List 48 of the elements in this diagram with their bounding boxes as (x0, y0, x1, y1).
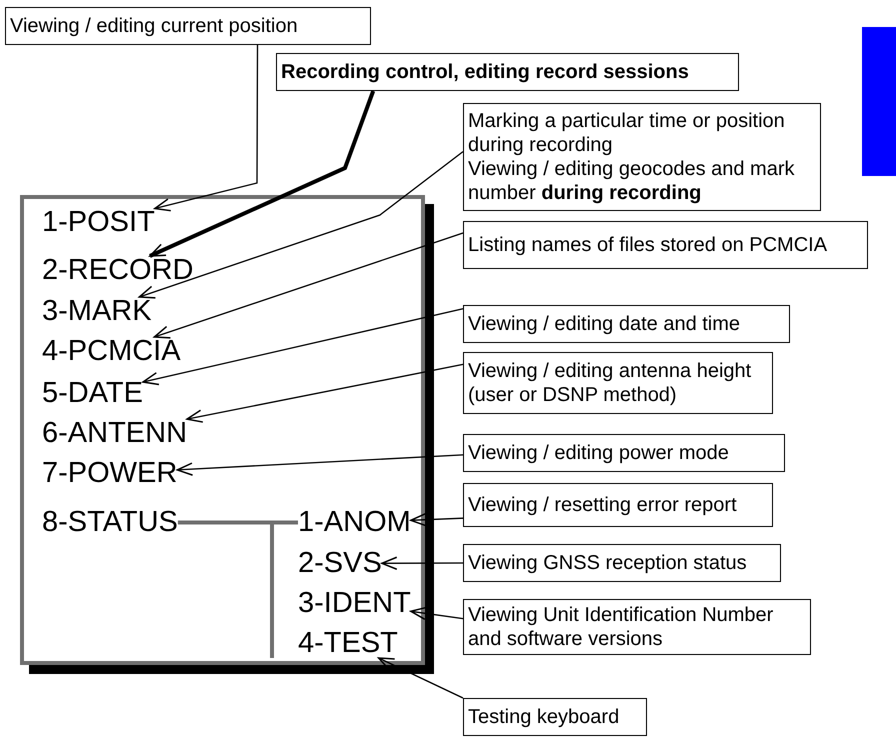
arrow (138, 151, 464, 299)
callout-text: Viewing / editing geocodes and mark number during recording (468, 157, 796, 205)
callout-box (463, 434, 785, 472)
callout-box (276, 53, 739, 91)
callout-box (463, 221, 868, 269)
arrow (176, 454, 464, 476)
arrow (410, 512, 464, 526)
callout-text: Viewing / editing antenna height (user or DSNP method) (468, 359, 752, 407)
arrow (154, 232, 464, 339)
arrow (186, 364, 464, 423)
side-tab (862, 27, 896, 176)
arrow (410, 606, 464, 620)
arrow (142, 308, 464, 386)
menu-item: 8-STATUS (42, 508, 178, 537)
arrow (381, 556, 463, 570)
callout-text: Listing names of files stored on PCMCIA (468, 233, 828, 257)
callout-text: Viewing / editing date and time (468, 312, 742, 336)
menu-item: 1-ANOM (298, 508, 411, 537)
menu-item: 3-MARK (42, 297, 152, 326)
menu-item: 7-POWER (42, 459, 178, 488)
arrow (378, 657, 464, 699)
callout-box (463, 103, 821, 211)
callout-text: Recording control, editing record sessions (281, 60, 690, 84)
callout-text: Viewing GNSS reception status (468, 551, 748, 575)
callout-text: Testing keyboard (468, 705, 620, 729)
callout-box (463, 698, 647, 736)
menu-item: 1-POSIT (42, 208, 155, 237)
arrow (154, 45, 258, 212)
callout-text: Viewing Unit Identification Number and software versions (468, 603, 774, 651)
callout-box (463, 544, 781, 582)
callout-box (5, 7, 371, 45)
callout-text: Viewing / editing power mode (468, 441, 730, 465)
connector-line (176, 520, 300, 660)
callout-text: Marking a particular time or position during recording (468, 109, 786, 157)
menu-item: 3-IDENT (298, 589, 411, 618)
callout-box (463, 352, 773, 414)
menu-item: 5-DATE (42, 379, 143, 408)
arrow (149, 90, 376, 258)
callout-text: Viewing / editing current position (10, 14, 299, 38)
callout-box (463, 599, 811, 655)
menu-item: 2-SVS (298, 549, 382, 578)
menu-item: 6-ANTENN (42, 419, 188, 448)
callout-text: Viewing / resetting error report (468, 493, 738, 517)
menu-item: 4-TEST (298, 629, 398, 658)
menu-item: 4-PCMCIA (42, 337, 181, 366)
callout-box (463, 483, 773, 527)
menu-item: 2-RECORD (42, 256, 194, 285)
callout-box (463, 305, 790, 343)
